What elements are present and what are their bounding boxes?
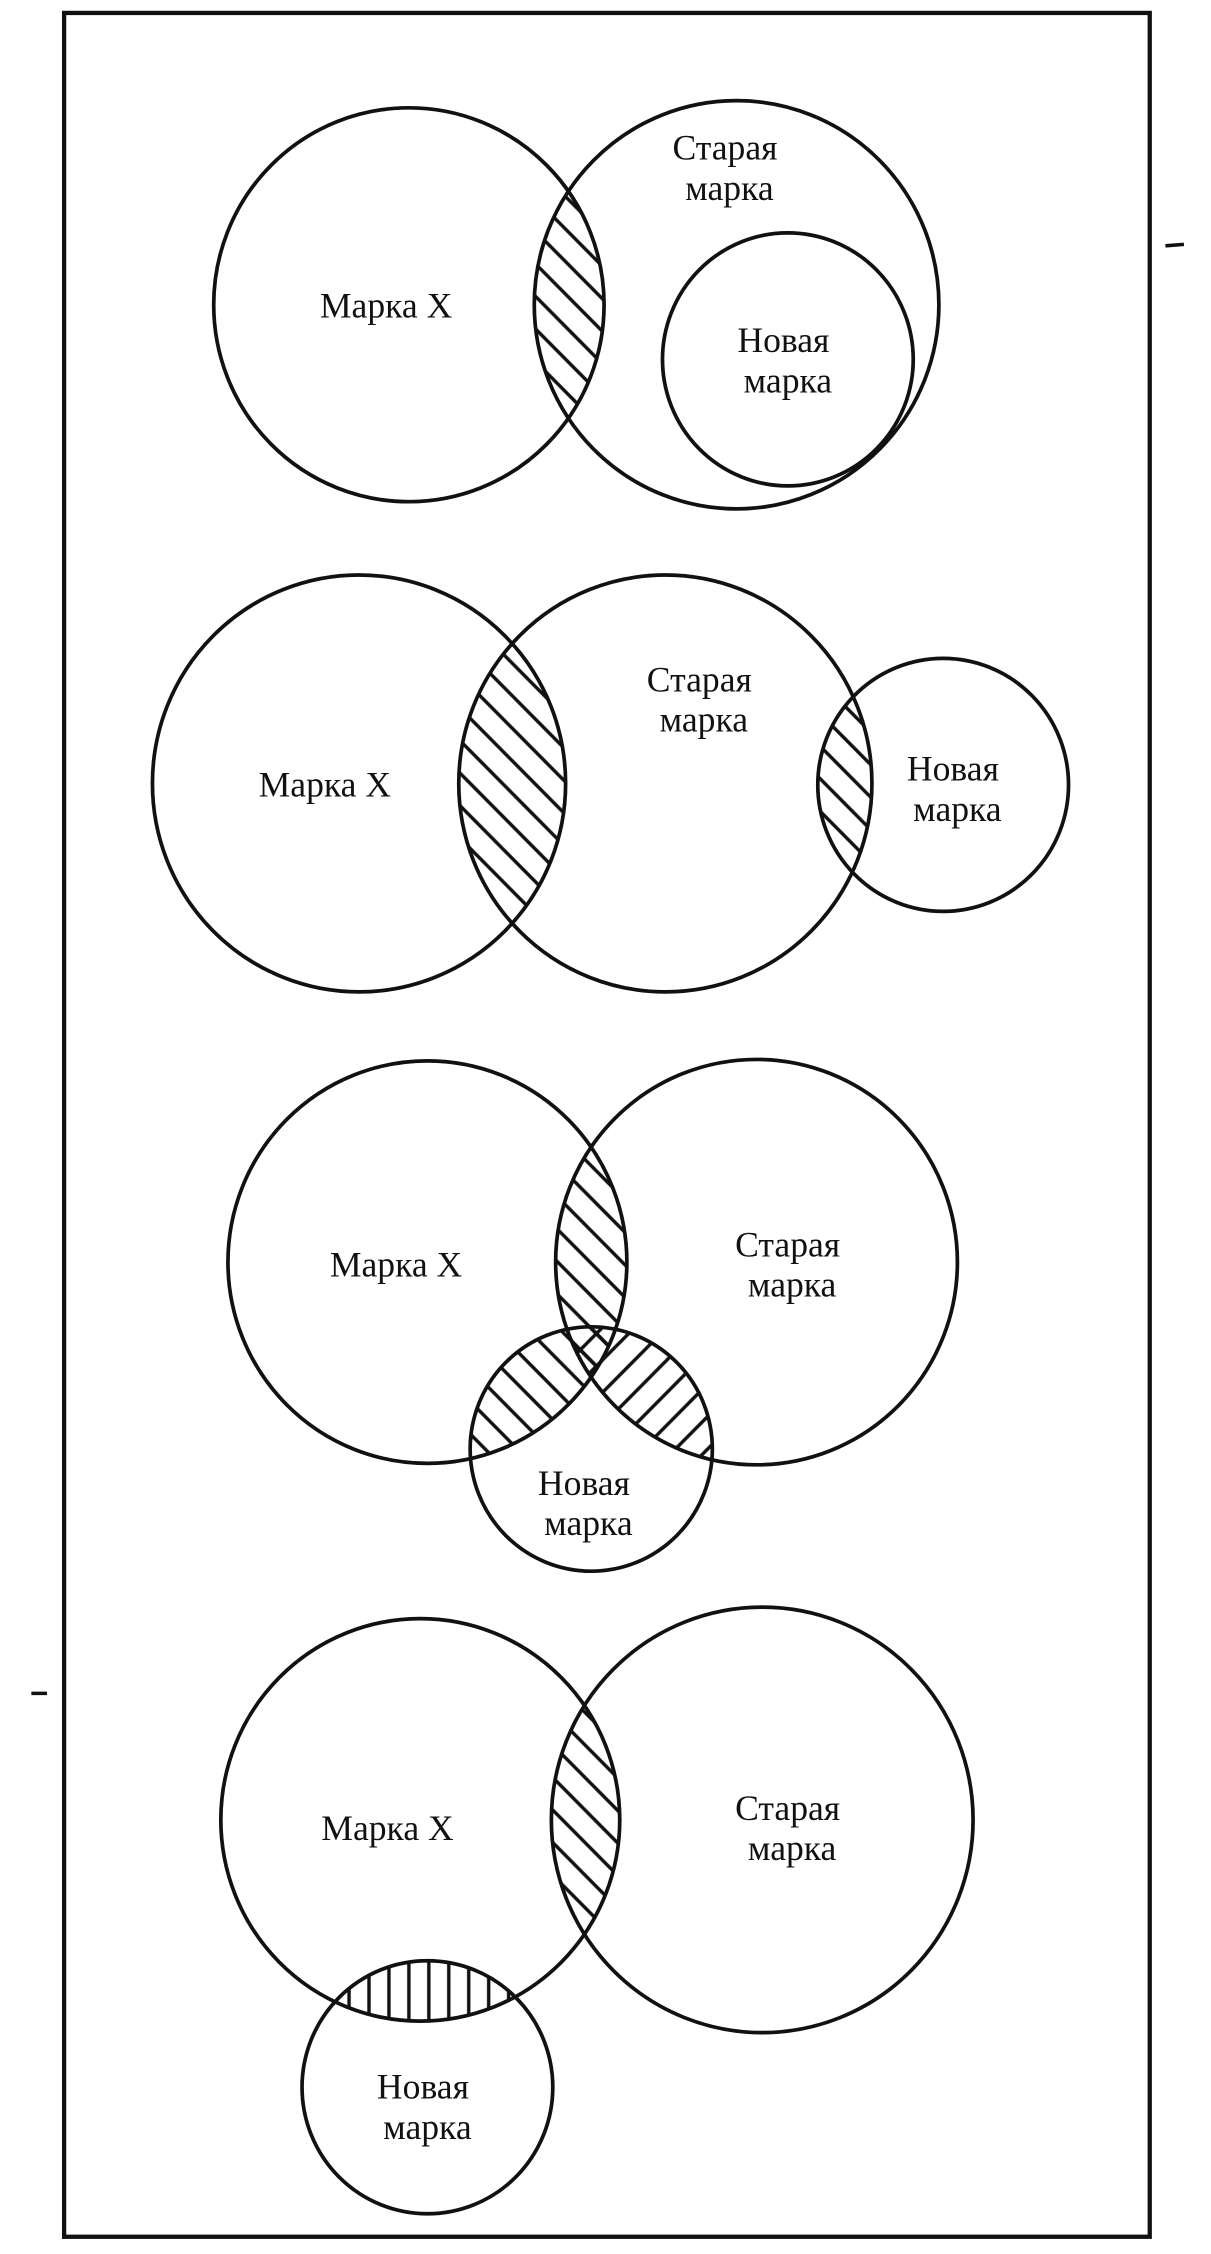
circle-brand-x <box>218 1616 622 2023</box>
diagram-4: Марка X Старая марка Новая марка <box>218 1605 975 2216</box>
circle-new-brand <box>660 231 916 488</box>
circle-old-brand <box>532 98 941 511</box>
label-brand-x: Марка X <box>330 1244 463 1284</box>
circle-new-brand <box>815 656 1071 914</box>
label-old-brand: Старая марка <box>735 1224 849 1304</box>
label-brand-x: Марка X <box>321 1808 454 1848</box>
label-old-brand: Старая марка <box>647 659 761 739</box>
label-old-brand: Старая марка <box>672 127 786 207</box>
circle-old-brand <box>549 1605 975 2035</box>
label-new-brand: Новая марка <box>377 2067 478 2147</box>
label-brand-x: Марка X <box>259 764 392 804</box>
circle-new-brand <box>300 1958 555 2216</box>
label-brand-x: Марка X <box>320 286 453 326</box>
circle-brand-x <box>150 573 568 994</box>
diagram-1: Марка X Старая марка Новая марка <box>211 98 941 511</box>
label-new-brand: Новая марка <box>737 320 838 400</box>
circle-old-brand <box>553 1057 960 1467</box>
figure-border <box>61 10 1152 2239</box>
circle-old-brand <box>456 573 874 994</box>
diagram-3: Марка X Старая марка Новая марка <box>226 1057 960 1574</box>
stray-mark-right <box>1165 242 1185 248</box>
diagram-2: Марка X Старая марка Новая марка <box>150 573 1071 994</box>
label-old-brand: Старая марка <box>735 1788 849 1868</box>
label-new-brand: Новая марка <box>907 748 1008 828</box>
circle-brand-x <box>226 1059 629 1466</box>
overlap-brandx-old-hatch <box>458 575 566 992</box>
circle-brand-x <box>211 105 606 504</box>
circle-new-brand <box>468 1324 715 1574</box>
label-new-brand: Новая марка <box>538 1463 639 1543</box>
stray-marks <box>31 242 1185 1696</box>
